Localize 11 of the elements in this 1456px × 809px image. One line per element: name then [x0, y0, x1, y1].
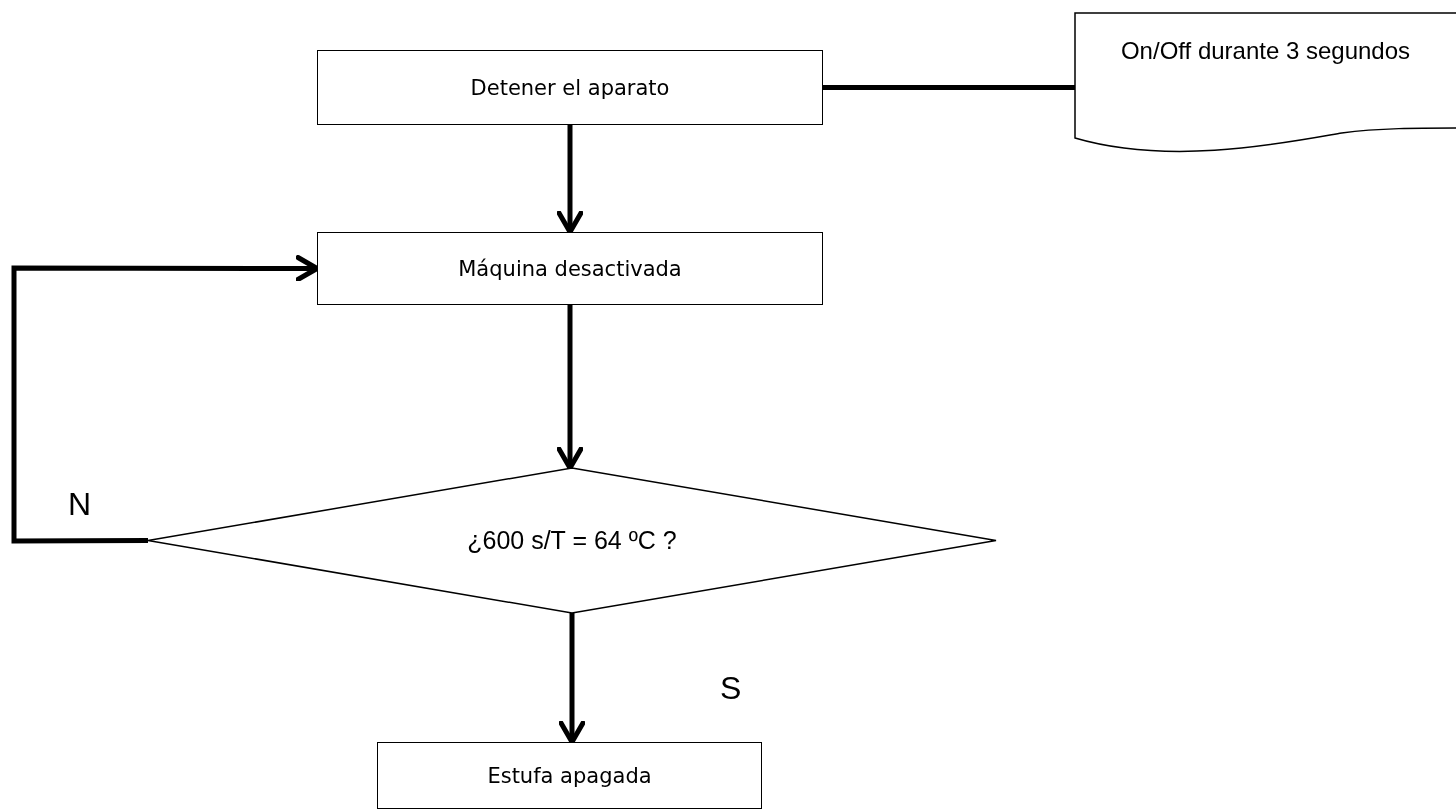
- box-text: Estufa apagada: [487, 763, 652, 788]
- decision-text: ¿600 s/T = 64 ºC ?: [467, 526, 677, 555]
- box-text: Máquina desactivada: [458, 256, 682, 281]
- process-box: [317, 232, 823, 305]
- box-text: On/Off durante 3 segundos: [1120, 36, 1411, 66]
- box-text: Detener el aparato: [470, 75, 670, 100]
- process-box: [377, 742, 762, 809]
- decision-diamond: [148, 468, 996, 613]
- process-box: [317, 50, 823, 125]
- connector-line: [823, 85, 1075, 90]
- arrow: [556, 305, 584, 471]
